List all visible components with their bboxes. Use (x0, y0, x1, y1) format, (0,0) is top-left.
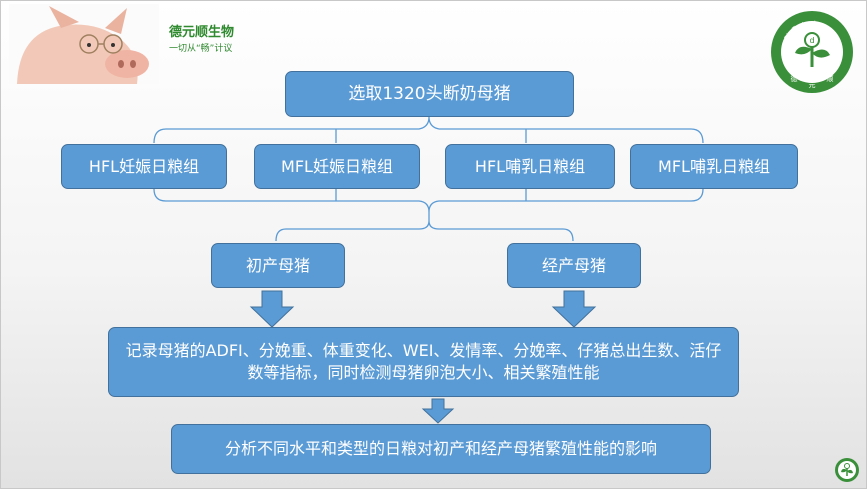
pig-photo (9, 4, 159, 84)
group-box-hfl-lactation: HFL哺乳日粮组 (445, 144, 615, 189)
multiparous-sow-box: 经产母猪 (507, 243, 641, 288)
company-logo: Bio-Technology d 德 元 顺 (771, 11, 853, 93)
primiparous-sow-box: 初产母猪 (211, 243, 345, 288)
arrow-multiparous (551, 290, 597, 328)
footer-logo-icon (835, 458, 859, 482)
group-box-mfl-gestation: MFL妊娠日粮组 (254, 144, 420, 189)
arrow-to-result (421, 398, 455, 424)
brand-slogan: 一切从“畅”计议 (169, 44, 233, 54)
logo-char-de: 德 (791, 74, 798, 83)
group-box-hfl-gestation: HFL妊娠日粮组 (61, 144, 227, 189)
logo-char-shun: 顺 (827, 75, 834, 83)
brand-name: 德元顺生物 (169, 25, 235, 40)
group-box-mfl-lactation: MFL哺乳日粮组 (630, 144, 798, 189)
record-box: 记录母猪的ADFI、分娩重、体重变化、WEI、发情率、分娩率、仔猪总出生数、活仔… (108, 327, 739, 397)
result-box: 分析不同水平和类型的日粮对初产和经产母猪繁殖性能的影响 (171, 424, 711, 474)
start-box: 选取1320头断奶母猪 (285, 71, 574, 117)
logo-char-yuan: 元 (809, 81, 816, 89)
arrow-primiparous (249, 290, 295, 328)
svg-text:d: d (809, 36, 814, 45)
